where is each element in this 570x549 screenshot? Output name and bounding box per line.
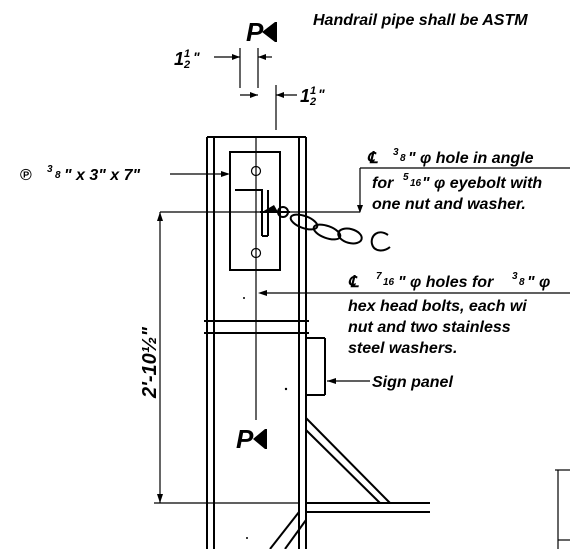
svg-text:8: 8	[519, 277, 525, 288]
dimension-half-inch-right: 1 1 2 "	[240, 85, 325, 130]
sign-panel: Sign panel	[306, 337, 453, 396]
svg-text:16: 16	[383, 277, 395, 288]
svg-text:for: for	[372, 175, 394, 192]
svg-text:P: P	[236, 424, 254, 454]
section-arrow-icon	[262, 22, 275, 42]
svg-text:": "	[193, 49, 200, 65]
plate	[229, 151, 281, 271]
svg-text:": "	[318, 86, 325, 102]
svg-text:3: 3	[512, 271, 518, 282]
svg-text:" φ: " φ	[527, 274, 550, 291]
svg-text:8: 8	[55, 170, 61, 181]
svg-text:1: 1	[184, 48, 190, 60]
bolt-hole-top	[250, 165, 262, 177]
svg-text:" φ holes for: " φ holes for	[398, 274, 494, 291]
svg-text:5: 5	[403, 172, 409, 183]
svg-text:3: 3	[47, 164, 53, 175]
section-mark-bottom: P	[236, 424, 267, 454]
svg-text:Sign panel: Sign panel	[372, 374, 453, 391]
section-arrow-bottom-icon	[253, 429, 265, 449]
svg-text:steel washers.: steel washers.	[348, 340, 457, 357]
svg-text:" x 3" x 7": " x 3" x 7"	[64, 167, 141, 184]
post-outline	[204, 136, 309, 549]
svg-text:2: 2	[183, 59, 190, 71]
svg-text:℄: ℄	[367, 150, 378, 167]
svg-text:1: 1	[300, 86, 310, 106]
bottom-frame	[269, 417, 570, 549]
svg-text:nut and two stainless: nut and two stainless	[348, 319, 511, 336]
svg-text:1: 1	[310, 85, 316, 97]
svg-text:" φ hole in angle: " φ hole in angle	[408, 150, 534, 167]
svg-text:2: 2	[309, 96, 316, 108]
svg-text:1: 1	[174, 49, 184, 69]
eyebolt-note: ℄ 3 8 " φ hole in angle for 5 16 " φ eye…	[160, 147, 570, 213]
bolt-hole-bottom	[250, 247, 262, 259]
svg-text:16: 16	[410, 178, 422, 189]
svg-text:P: P	[246, 17, 264, 47]
svg-text:℄: ℄	[348, 274, 359, 291]
holes-note: ℄ 7 16 " φ holes for 3 8 " φ hex head bo…	[258, 271, 570, 357]
svg-text:℗: ℗	[20, 167, 32, 184]
plate-label: ℗ 3 8 " x 3" x 7"	[20, 164, 230, 184]
svg-text:7: 7	[376, 271, 382, 282]
svg-text:" φ eyebolt with: " φ eyebolt with	[422, 175, 542, 192]
svg-text:one nut and washer.: one nut and washer.	[372, 196, 526, 213]
handrail-note: Handrail pipe shall be ASTM	[313, 12, 528, 29]
svg-text:3: 3	[393, 147, 399, 158]
svg-text:hex head bolts, each wi: hex head bolts, each wi	[348, 298, 527, 315]
dimension-half-inch-left: 1 1 2 "	[174, 48, 272, 88]
svg-text:2'-10½": 2'-10½"	[139, 327, 161, 399]
leader-arrow-icon	[221, 171, 230, 177]
svg-text:8: 8	[400, 153, 406, 164]
vertical-dimension: 2'-10½"	[139, 212, 299, 504]
section-mark-top: P	[246, 17, 277, 47]
